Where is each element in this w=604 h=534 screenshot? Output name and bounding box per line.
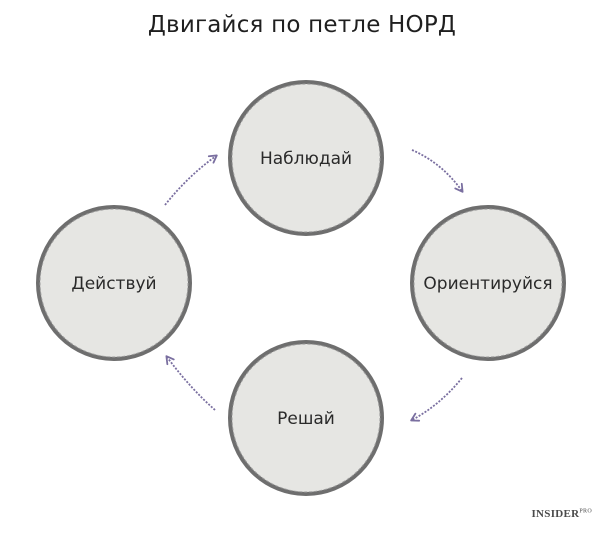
diagram-title: Двигайся по петле НОРД — [147, 12, 457, 38]
node-orient: Ориентируйся — [410, 205, 566, 361]
node-act: Действуй — [36, 205, 192, 361]
node-observe: Наблюдай — [228, 80, 384, 236]
arrow-decide-to-act — [165, 355, 216, 411]
watermark-suffix: PRO — [579, 508, 592, 515]
watermark-logo: INSIDERPRO — [531, 508, 592, 520]
arrow-observe-to-orient — [411, 149, 464, 193]
node-label-act: Действуй — [71, 274, 156, 294]
node-label-orient: Ориентируйся — [423, 274, 552, 294]
node-label-decide: Решай — [277, 409, 335, 429]
arrow-act-to-observe — [164, 154, 218, 206]
arrow-orient-to-decide — [410, 377, 463, 422]
node-label-observe: Наблюдай — [260, 149, 352, 169]
watermark-brand: INSIDER — [531, 508, 580, 520]
node-decide: Решай — [228, 340, 384, 496]
